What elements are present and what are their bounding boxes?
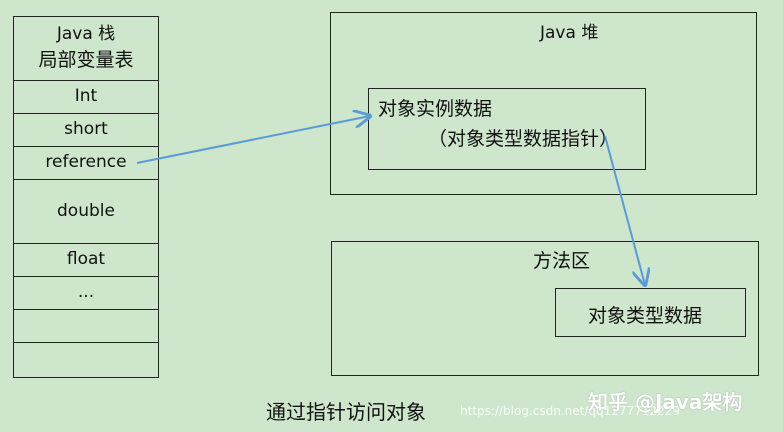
stack-cell-empty: [14, 310, 158, 343]
stack-cell-reference: reference: [14, 147, 158, 180]
java-heap: [330, 12, 757, 195]
stack-cell-double: double: [14, 180, 158, 244]
reference-arrow: [136, 116, 370, 164]
method-area: [331, 241, 759, 376]
method-area-title: 方法区: [533, 250, 591, 272]
stack-title: Java 栈: [56, 24, 116, 44]
local-variable-table-title: 局部变量表: [38, 49, 134, 72]
stack-header: Java 栈 局部变量表: [14, 17, 158, 81]
object-instance-box: [368, 88, 646, 170]
diagram-caption: 通过指针访问对象: [266, 400, 426, 424]
heap-title: Java 堆: [540, 23, 599, 43]
object-instance-data-label: 对象实例数据: [378, 98, 493, 120]
url-watermark: https://blog.csdn.net/qq1277712229: [460, 404, 680, 418]
zhihu-watermark: 知乎 @Java架构: [588, 390, 743, 414]
type-pointer-arrow: [604, 135, 645, 285]
object-type-data-label: 对象类型数据: [588, 305, 703, 327]
java-stack: Java 栈 局部变量表 Int short reference double …: [13, 16, 159, 378]
stack-cell-short: short: [14, 114, 158, 147]
stack-cell-ellipsis: ...: [14, 277, 158, 310]
stack-cell-int: Int: [14, 81, 158, 114]
stack-cell-float: float: [14, 244, 158, 277]
type-pointer-label: （对象类型数据指针）: [428, 128, 619, 150]
